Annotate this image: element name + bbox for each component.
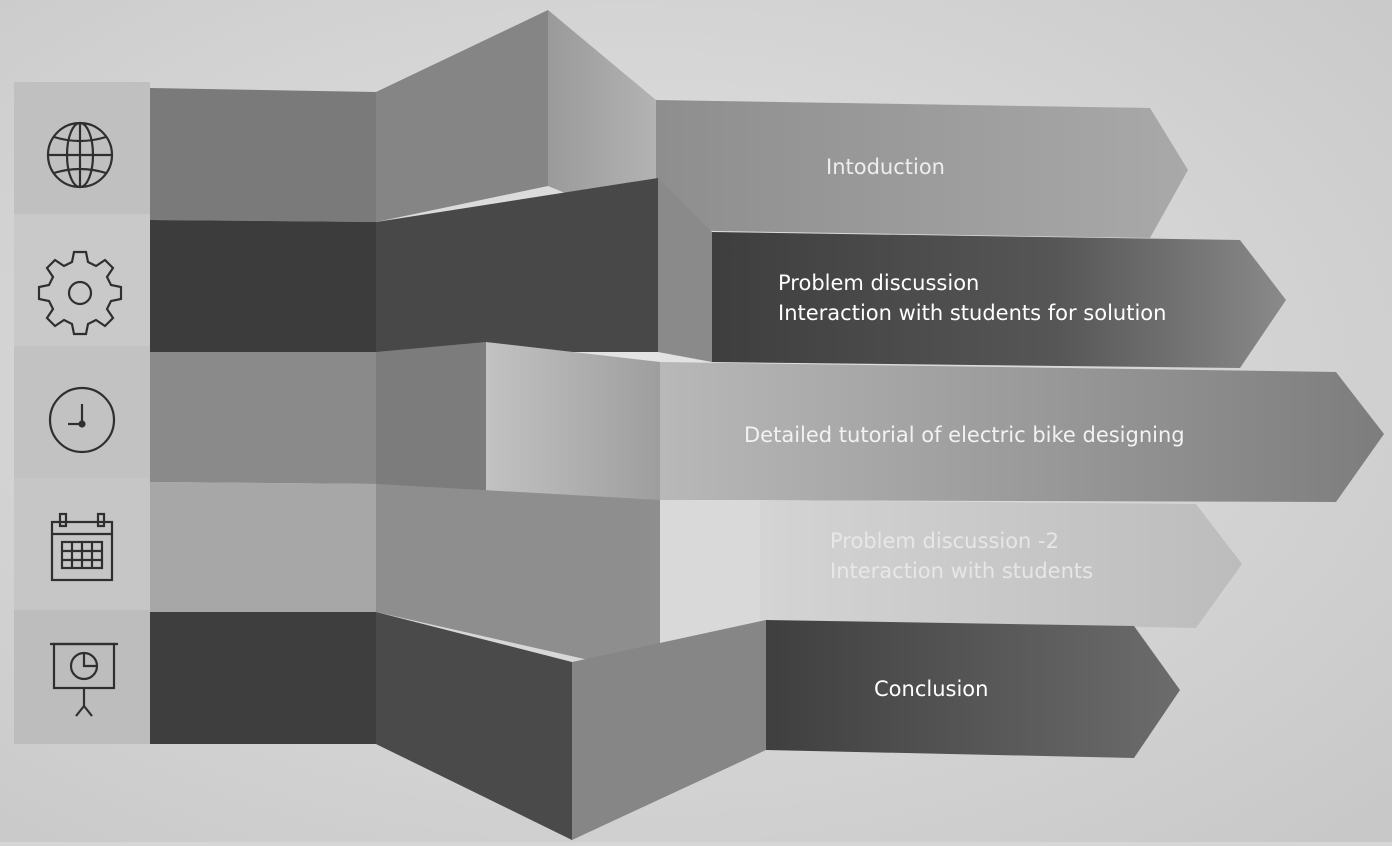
step-5-label: Conclusion (874, 674, 988, 704)
icon-panel-row-1 (14, 82, 150, 214)
icon-panel-row-2 (14, 214, 150, 346)
step-2-line-2: Interaction with students for solution (778, 301, 1167, 325)
step-3-label: Detailed tutorial of electric bike desig… (744, 420, 1185, 450)
step-4-label: Problem discussion -2 Interaction with s… (830, 526, 1093, 586)
arrow-5 (766, 620, 1180, 758)
icon-panel-row-5 (14, 610, 150, 744)
arrow-3 (660, 362, 1384, 502)
band-3-left (150, 352, 376, 484)
band-2-fold (376, 178, 658, 352)
band-5-left (150, 612, 376, 744)
gear-icon (37, 250, 123, 336)
arrow-4 (760, 500, 1242, 628)
band-1-rise (548, 10, 656, 230)
arrow-2 (712, 232, 1286, 368)
step-2-label: Problem discussion Interaction with stud… (778, 268, 1166, 328)
step-2-line-1: Problem discussion (778, 271, 980, 295)
band-2-fold-side (658, 178, 712, 362)
band-3-fold (376, 342, 486, 502)
band-1-left (150, 88, 376, 222)
band-4-left (150, 482, 376, 612)
step-3-line-1: Detailed tutorial of electric bike desig… (744, 423, 1185, 447)
band-2-left (150, 220, 376, 352)
step-5-line-1: Conclusion (874, 677, 989, 701)
band-1-fold (376, 10, 548, 222)
step-4-line-1: Problem discussion -2 (830, 529, 1059, 553)
step-1-line-1: Intoduction (826, 155, 945, 179)
band-5-rise (572, 620, 766, 840)
step-4-line-2: Interaction with students (830, 559, 1094, 583)
step-1-label: Intoduction (826, 152, 945, 182)
arrow-1 (656, 100, 1188, 238)
clock-icon (48, 386, 116, 454)
band-3-light (486, 342, 660, 502)
band-5-fold (376, 612, 572, 840)
calendar-icon (50, 512, 114, 582)
globe-icon (46, 121, 114, 189)
band-4-fold (376, 484, 660, 676)
presentation-chart-icon (50, 642, 118, 717)
